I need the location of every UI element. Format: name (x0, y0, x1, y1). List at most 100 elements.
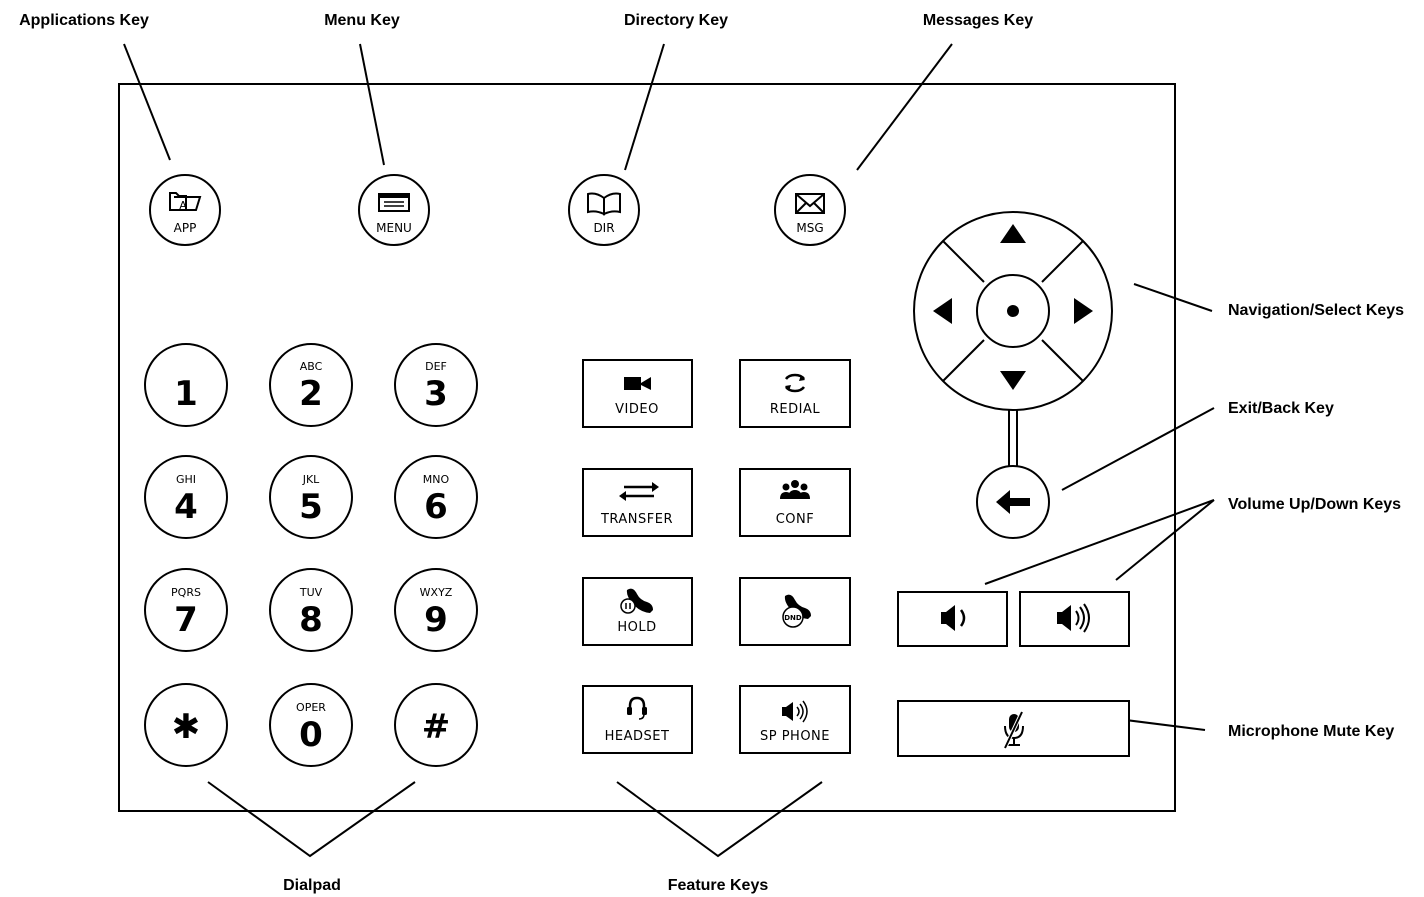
transfer-key-label: TRANSFER (600, 512, 673, 527)
people-group-icon (780, 480, 810, 499)
messages-key[interactable]: MSG (774, 174, 846, 246)
phone-outline (118, 83, 1176, 812)
dialpad-key-7[interactable]: PQRS 7 (144, 568, 228, 652)
redial-key-label: REDIAL (770, 402, 820, 417)
back-arrow-icon (996, 490, 1030, 514)
volume-up-key[interactable] (1019, 591, 1130, 647)
speaker-high-icon (1057, 603, 1090, 633)
dialpad-letters: PQRS (171, 586, 201, 599)
transfer-key[interactable]: TRANSFER (582, 468, 693, 537)
leader-applications (123, 43, 171, 161)
speakerphone-key-label: SP PHONE (760, 729, 830, 744)
dialpad-key-0[interactable]: OPER 0 (269, 683, 353, 767)
exit-back-key[interactable] (976, 465, 1050, 539)
dialpad-digit: 5 (299, 487, 323, 527)
video-key[interactable]: VIDEO (582, 359, 693, 428)
conf-key-label: CONF (776, 512, 815, 527)
directory-key[interactable]: DIR (568, 174, 640, 246)
arrow-right-icon[interactable] (1074, 298, 1093, 324)
dialpad-key-6[interactable]: MNO 6 (394, 455, 478, 539)
redial-key[interactable]: REDIAL (739, 359, 851, 428)
speaker-icon (782, 700, 808, 723)
callout-navigation-select-keys: Navigation/Select Keys (1228, 302, 1404, 319)
arrow-left-icon[interactable] (933, 298, 952, 324)
dialpad-digit: 3 (424, 374, 448, 414)
envelope-icon (795, 193, 825, 214)
directory-key-label: DIR (593, 221, 614, 235)
video-camera-icon (624, 377, 651, 390)
navigation-cluster (913, 211, 1113, 411)
leader-feature-keys (616, 781, 823, 858)
dialpad-key-star[interactable]: ✱ (144, 683, 228, 767)
dialpad-key-9[interactable]: WXYZ 9 (394, 568, 478, 652)
dialpad-key-1[interactable]: 1 (144, 343, 228, 427)
callout-exit-back-key: Exit/Back Key (1228, 400, 1334, 417)
hold-key[interactable]: HOLD (582, 577, 693, 646)
dialpad-digit: 2 (299, 374, 323, 414)
dialpad-digit: # (422, 707, 451, 747)
leader-directory (624, 43, 665, 171)
menu-list-icon (378, 193, 410, 212)
dialpad-letters: DEF (425, 360, 447, 373)
dialpad-key-3[interactable]: DEF 3 (394, 343, 478, 427)
callout-menu-key: Menu Key (324, 12, 400, 29)
redial-icon (784, 373, 806, 393)
callout-dialpad: Dialpad (283, 877, 341, 894)
dialpad-letters: TUV (299, 586, 323, 599)
dialpad-key-8[interactable]: TUV 8 (269, 568, 353, 652)
arrow-up-icon[interactable] (1000, 224, 1026, 243)
transfer-arrows-icon (619, 482, 659, 501)
feature-keys: VIDEO REDIAL TRANSFER (582, 359, 851, 754)
dialpad-digit: 8 (299, 600, 323, 640)
dialpad-key-hash[interactable]: # (394, 683, 478, 767)
book-icon (587, 192, 621, 216)
dialpad-letters: GHI (176, 473, 196, 486)
app-key[interactable]: A APP (149, 174, 221, 246)
microphone-muted-icon (1003, 711, 1024, 749)
callout-applications-key: Applications Key (19, 12, 149, 29)
app-glyph: A (179, 199, 187, 212)
dialpad-key-2[interactable]: ABC 2 (269, 343, 353, 427)
folder-app-icon: A (169, 192, 202, 212)
callout-microphone-mute-key: Microphone Mute Key (1228, 723, 1394, 740)
dialpad-key-5[interactable]: JKL 5 (269, 455, 353, 539)
dialpad: 1 ABC 2 DEF 3 GHI 4 JKL 5 MNO 6 (144, 343, 478, 767)
callout-volume-up-down-keys: Volume Up/Down Keys (1228, 496, 1401, 513)
messages-key-label: MSG (796, 221, 823, 235)
select-key[interactable] (976, 274, 1050, 348)
menu-key-label: MENU (376, 221, 412, 235)
headset-key[interactable]: HEADSET (582, 685, 693, 754)
speakerphone-key[interactable]: SP PHONE (739, 685, 851, 754)
nav-stem (1008, 410, 1018, 466)
dialpad-key-4[interactable]: GHI 4 (144, 455, 228, 539)
arrow-down-icon[interactable] (1000, 371, 1026, 390)
hold-handset-icon (620, 588, 653, 614)
leader-exit (1061, 407, 1215, 491)
headset-key-label: HEADSET (605, 729, 670, 744)
microphone-mute-key[interactable] (897, 700, 1130, 757)
dialpad-letters: ABC (300, 360, 323, 373)
dialpad-digit: 4 (174, 487, 198, 527)
callout-messages-key: Messages Key (923, 12, 1033, 29)
conf-key[interactable]: CONF (739, 468, 851, 537)
volume-down-key[interactable] (897, 591, 1008, 647)
dnd-key[interactable]: DND (739, 577, 851, 646)
hold-key-label: HOLD (617, 620, 656, 635)
video-key-label: VIDEO (615, 402, 659, 417)
dialpad-letters: WXYZ (420, 586, 453, 599)
dialpad-digit: 6 (424, 487, 448, 527)
dialpad-letters: OPER (296, 701, 326, 714)
dialpad-letters: JKL (302, 473, 320, 486)
dialpad-digit: ✱ (172, 707, 201, 747)
callout-directory-key: Directory Key (624, 12, 728, 29)
app-key-label: APP (174, 221, 197, 235)
dialpad-digit: 1 (174, 374, 198, 414)
dialpad-digit: 7 (174, 600, 198, 640)
headset-icon (627, 696, 647, 720)
leader-navigation (1133, 283, 1213, 312)
speaker-low-icon (941, 605, 966, 631)
dnd-handset-icon: DND (782, 594, 811, 628)
callout-feature-keys: Feature Keys (668, 877, 769, 894)
menu-key[interactable]: MENU (358, 174, 430, 246)
